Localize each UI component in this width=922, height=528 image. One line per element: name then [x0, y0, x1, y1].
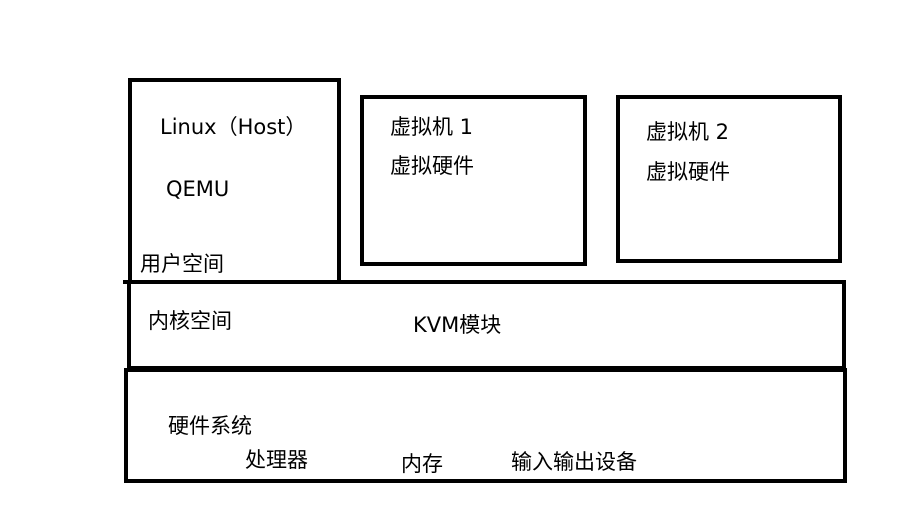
vm1-box — [360, 95, 587, 266]
hardware-system-box — [124, 368, 847, 483]
vm1-title: 虚拟机 1 — [390, 115, 474, 139]
hardware-system-label: 硬件系统 — [168, 414, 252, 438]
user-space-label: 用户空间 — [140, 252, 224, 276]
qemu-label: QEMU — [166, 177, 230, 201]
host-title: Linux（Host） — [160, 115, 307, 139]
kvm-module-label: KVM模块 — [413, 313, 502, 337]
cpu-label: 处理器 — [245, 448, 308, 472]
kernel-space-box — [127, 280, 846, 370]
vm2-hardware-label: 虚拟硬件 — [646, 160, 730, 184]
kernel-space-label: 内核空间 — [148, 309, 232, 333]
vm1-hardware-label: 虚拟硬件 — [390, 154, 474, 178]
vm2-box — [616, 95, 842, 263]
vm2-title: 虚拟机 2 — [646, 120, 730, 144]
io-devices-label: 输入输出设备 — [511, 450, 637, 474]
kernel-top-border — [123, 280, 846, 284]
memory-label: 内存 — [401, 452, 443, 476]
